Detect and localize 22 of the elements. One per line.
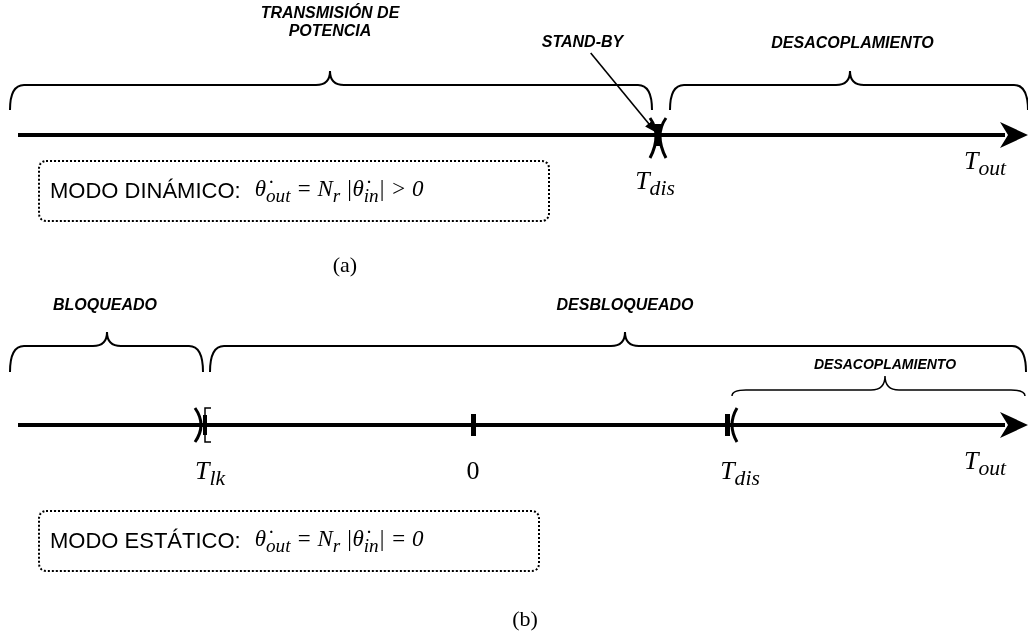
- axis-label: (b): [511, 606, 539, 632]
- formula: θ̇$_{out}$ = N$_{r}$ |θ̇$_{in}$| > 0: [254, 175, 424, 207]
- time-symbol: T$_{lk}$: [193, 456, 227, 492]
- axis-label: 0: [465, 456, 481, 486]
- time-symbol: T$_{dis}$: [634, 166, 676, 202]
- mode-name: MODO DINÁMICO:: [50, 178, 241, 204]
- time-symbol: T$_{out}$: [962, 446, 1008, 482]
- time-symbol: T$_{dis}$: [719, 456, 761, 492]
- phase-label: TRANSMISIÓN DE POTENCIA: [259, 4, 401, 41]
- mode-name: MODO ESTÁTICO:: [50, 528, 241, 554]
- mode-box: [38, 160, 550, 222]
- axis-label: (a): [331, 252, 359, 278]
- phase-label: BLOQUEADO: [52, 296, 158, 315]
- leader-arrow: [589, 52, 656, 133]
- phase-label: STAND-BY: [535, 33, 630, 53]
- mode-box: [38, 510, 540, 572]
- formula: θ̇$_{out}$ = N$_{r}$ |θ̇$_{in}$| = 0: [254, 525, 424, 557]
- time-symbol: T$_{out}$: [962, 146, 1008, 182]
- interval-mark: [655, 124, 661, 146]
- phase-label: DESBLOQUEADO: [555, 296, 695, 315]
- phase-label: DESACOPLAMIENTO: [770, 34, 935, 53]
- phase-label: DESACOPLAMIENTO: [812, 356, 958, 373]
